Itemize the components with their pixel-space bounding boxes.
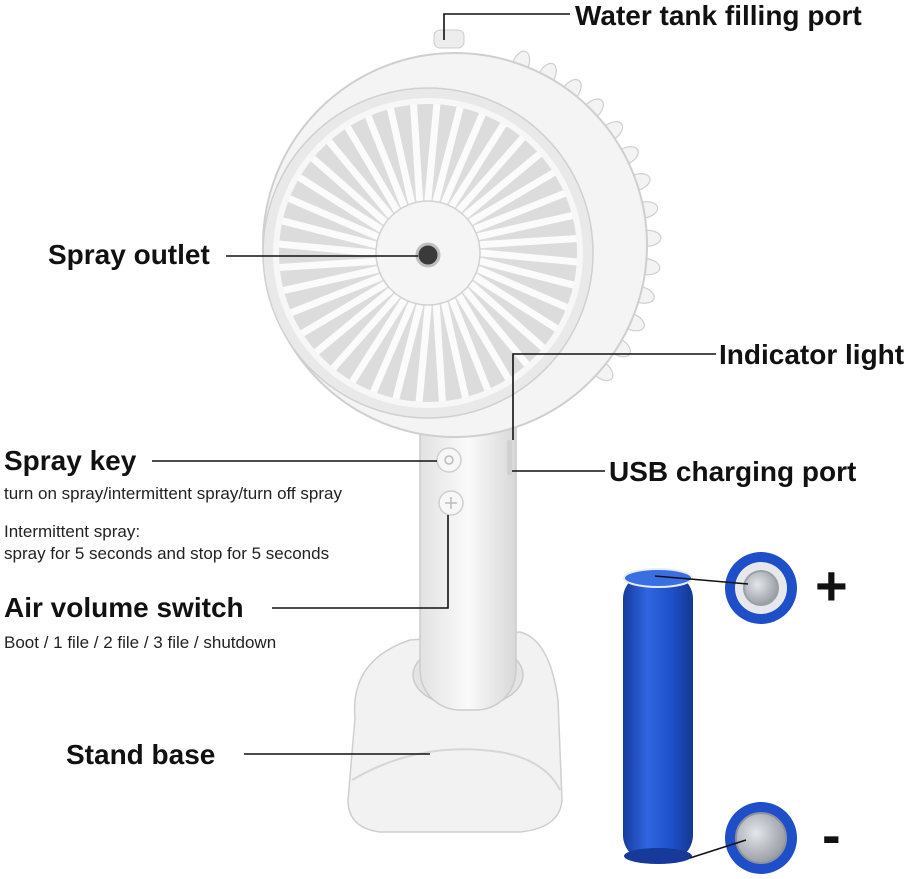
grille-spoke: [462, 150, 544, 219]
grille-spoke: [410, 100, 424, 204]
grille-spoke: [475, 211, 577, 240]
grille-spoke: [275, 257, 379, 271]
grille-spoke: [432, 103, 464, 204]
grille-spoke: [475, 266, 572, 312]
spray-button-icon: [436, 447, 462, 473]
grille-spoke: [449, 297, 492, 394]
grille-spoke: [298, 281, 388, 338]
grille-spoke: [424, 99, 441, 203]
grille-spoke: [477, 235, 581, 249]
grille-spoke: [477, 257, 578, 289]
label-water-tank-filling-port: Water tank filling port: [575, 0, 862, 31]
grille-spoke: [392, 302, 424, 403]
grille-spoke: [386, 104, 415, 206]
spray-outlet-icon: [415, 242, 441, 268]
label-air-volume-switch: Air volume switch: [4, 592, 244, 623]
grille-spoke: [284, 194, 381, 240]
grille-spoke: [329, 293, 400, 373]
grille-spoke: [369, 300, 415, 397]
plus-sign: +: [815, 554, 848, 617]
grille-spoke: [295, 173, 384, 232]
grille-spoke: [278, 217, 379, 249]
grille-spoke: [432, 302, 446, 406]
grille-spoke: [449, 120, 508, 209]
grille-spoke: [287, 274, 384, 317]
grille-spoke: [274, 240, 378, 257]
grille-spoke: [279, 266, 381, 295]
grille-spoke: [364, 112, 407, 209]
fan-head: [262, 29, 662, 438]
intermittent-spray-title: Intermittent spray:: [4, 522, 141, 541]
battery-positive-terminal: [725, 552, 797, 624]
intermittent-spray-description: spray for 5 seconds and stop for 5 secon…: [4, 544, 330, 563]
water-port-cap: [433, 29, 465, 49]
grille-spoke: [343, 123, 400, 213]
usb-port-icon: [507, 440, 512, 475]
spray-key-description: turn on spray/intermittent spray/turn of…: [4, 484, 342, 503]
battery-negative-terminal: [725, 802, 797, 874]
leader-lines: [152, 13, 749, 859]
grille-spoke: [462, 287, 531, 369]
grille-spoke: [478, 249, 582, 266]
handle: [419, 379, 517, 711]
grille-spoke: [472, 189, 569, 232]
grille-spoke: [441, 109, 487, 206]
grille-spoke: [312, 287, 394, 356]
grille-spoke: [472, 274, 561, 333]
label-spray-outlet: Spray outlet: [48, 239, 210, 270]
grille-spoke: [308, 154, 388, 225]
label-spray-key: Spray key: [4, 445, 137, 476]
grille-spoke: [456, 293, 513, 383]
label-stand-base: Stand base: [66, 739, 216, 770]
label-usb-charging-port: USB charging port: [609, 456, 857, 487]
air-volume-description: Boot / 1 file / 2 file / 3 file / shutdo…: [4, 633, 277, 652]
grille-spoke: [415, 303, 432, 407]
minus-sign: -: [822, 803, 841, 866]
grille-spoke: [468, 168, 558, 225]
grille-spoke: [325, 137, 394, 219]
grille-spoke: [348, 297, 407, 386]
grille-spoke: [468, 281, 548, 352]
grille-spoke: [441, 300, 470, 402]
grille-spoke: [456, 133, 527, 213]
label-indicator-light: Indicator light: [719, 339, 905, 370]
battery: [623, 568, 693, 864]
